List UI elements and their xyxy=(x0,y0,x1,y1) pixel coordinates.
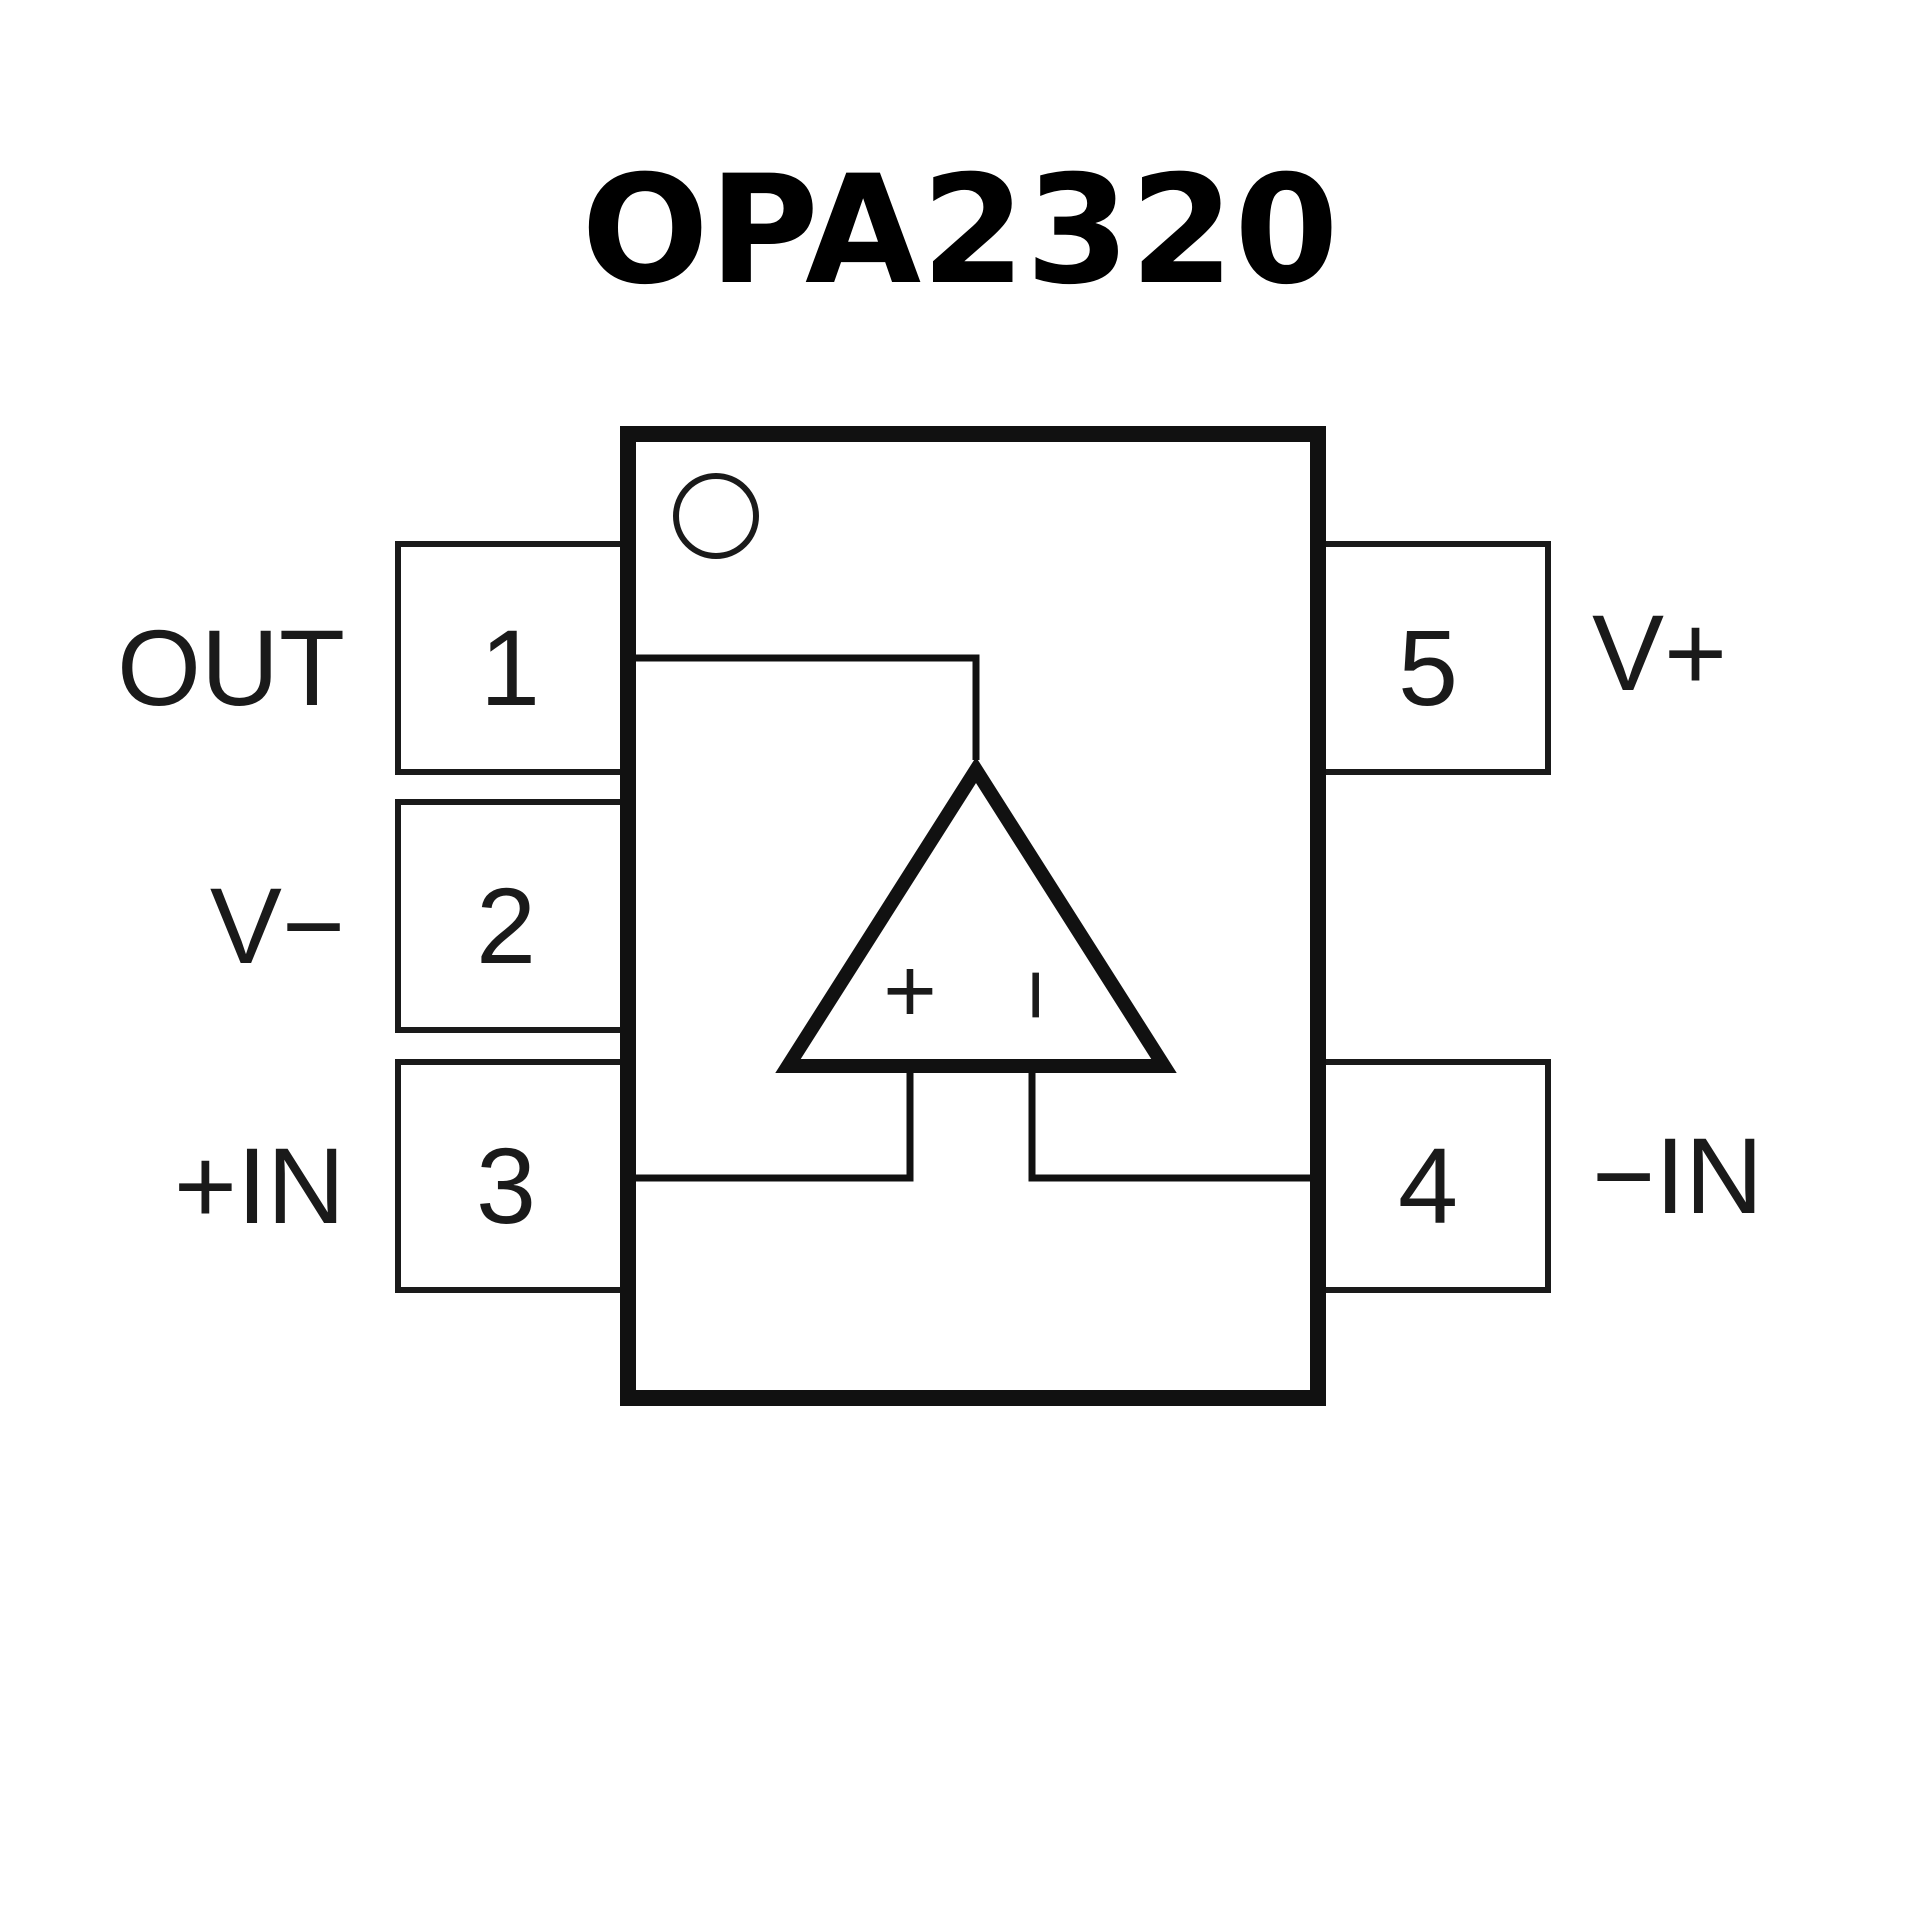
pin-4-number: 4 xyxy=(1398,1125,1458,1246)
pin-2-number: 2 xyxy=(476,865,536,986)
pin-1-name: OUT xyxy=(117,607,345,728)
pin-4-name: −IN xyxy=(1592,1115,1763,1236)
opamp-triangle xyxy=(775,756,1177,1073)
noninverting-input-sign: + xyxy=(883,940,937,1042)
package-body xyxy=(620,426,1326,1406)
inverting-input-sign: − xyxy=(985,968,1087,1022)
pin-2-name: V− xyxy=(210,865,345,986)
pin-3-name: +IN xyxy=(174,1125,345,1246)
pin-5-number: 5 xyxy=(1398,607,1458,728)
pin-1-number: 1 xyxy=(480,607,540,728)
output-trace xyxy=(636,654,980,760)
part-number-title: OPA2320 xyxy=(581,144,1338,318)
pin1-indicator-dot xyxy=(673,473,759,559)
pin-5-name: V+ xyxy=(1592,592,1727,713)
inverting-input-trace xyxy=(1028,1066,1310,1182)
pin-3-number: 3 xyxy=(476,1125,536,1246)
noninverting-input-trace xyxy=(636,1066,914,1182)
